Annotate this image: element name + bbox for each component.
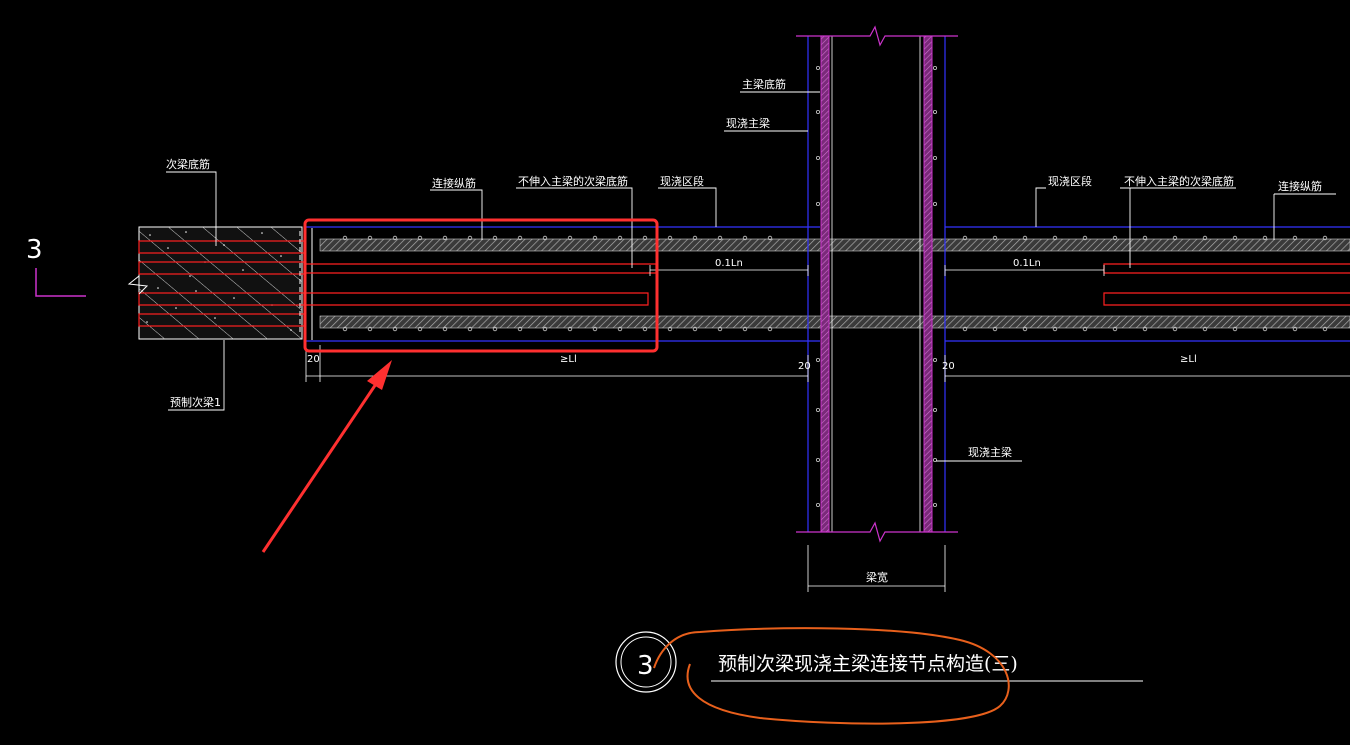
annotation-ellipse [653,627,1010,725]
detail-number-circle [615,631,677,693]
label-cip-main-beam-top: 现浇主梁 [726,116,770,130]
main-beam-column [796,25,958,543]
label-precast-secondary-beam: 预制次梁1 [170,395,221,409]
stirrup-dots [342,235,1328,332]
dim-lap-left: ≥Ll [560,354,577,365]
label-cip-zone-left: 现浇区段 [660,174,704,188]
label-non-anchored-bar-left: 不伸入主梁的次梁底筋 [518,174,628,188]
label-connecting-bar-left: 连接纵筋 [432,176,476,190]
main-beam-break-bottom [796,521,958,543]
label-main-beam-bottom-bar: 主梁底筋 [742,77,786,91]
highlight-arrow [261,360,392,553]
label-cip-zone-right: 现浇区段 [1048,174,1092,188]
detail-title-block: 3 预制次梁现浇主梁连接节点构造(三) [615,627,1143,725]
detail-title: 预制次梁现浇主梁连接节点构造(三) [718,653,1018,675]
dim-0-1Ln-right: 0.1Ln [1013,258,1041,269]
dim-gap-mid: 20 [798,361,811,372]
cast-in-place-zone-left [305,226,820,342]
precast-secondary-beam [127,226,305,340]
continuous-hatched-bars [319,235,1350,332]
detail-number: 3 [637,651,654,681]
label-cip-main-beam-side: 现浇主梁 [968,445,1012,459]
dimension-lines [305,265,1350,592]
dim-beam-width: 梁宽 [866,570,888,584]
precast-beam-hatch [139,227,302,339]
main-beam-break-top [796,25,958,47]
leader-lines [166,91,1336,462]
section-marker: 3 [26,235,86,297]
cast-in-place-zone-right [945,226,1350,342]
highlight-box [303,218,659,353]
dim-gap-left: 20 [307,354,320,365]
dim-0-1Ln-left: 0.1Ln [715,258,743,269]
dim-lap-right: ≥Ll [1180,354,1197,365]
dim-gap-right: 20 [942,361,955,372]
label-secondary-bottom-bar: 次梁底筋 [166,157,210,171]
break-symbol [127,275,149,295]
section-marker-leader [35,268,86,297]
label-connecting-bar-right: 连接纵筋 [1278,179,1322,193]
label-non-anchored-bar-right: 不伸入主梁的次梁底筋 [1124,174,1234,188]
section-marker-number: 3 [26,235,43,265]
